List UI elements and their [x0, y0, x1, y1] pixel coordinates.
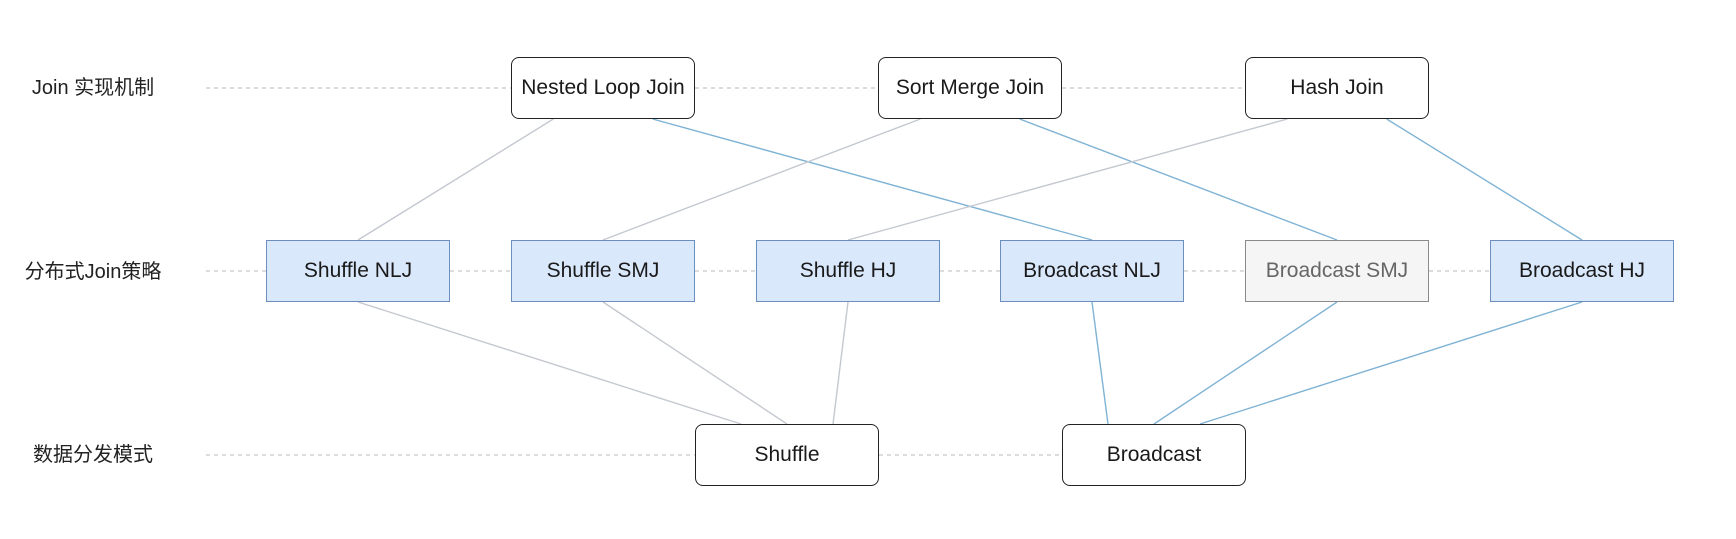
edge-broadcast_smj-to-broadcast: [1153, 301, 1338, 425]
connector-lines: [357, 118, 1583, 425]
row-guide-lines: [206, 87, 1490, 456]
node-shuffle[interactable]: Shuffle: [695, 424, 879, 486]
node-broadcast-nlj[interactable]: Broadcast NLJ: [1000, 240, 1184, 302]
row-label-distribution: 数据分发模式: [33, 444, 153, 466]
edge-hj-to-broadcast_hj: [1386, 118, 1583, 241]
node-sort-merge-join[interactable]: Sort Merge Join: [878, 57, 1062, 119]
edge-shuffle_hj-to-shuffle: [832, 301, 849, 425]
node-nested-loop-join[interactable]: Nested Loop Join: [511, 57, 695, 119]
edge-nlj-to-shuffle_nlj: [357, 118, 554, 241]
edge-broadcast_nlj-to-broadcast: [1091, 301, 1109, 425]
edge-broadcast_hj-to-broadcast: [1199, 301, 1583, 425]
node-broadcast-hj[interactable]: Broadcast HJ: [1490, 240, 1674, 302]
node-hash-join[interactable]: Hash Join: [1245, 57, 1429, 119]
node-shuffle-nlj[interactable]: Shuffle NLJ: [266, 240, 450, 302]
edge-nlj-to-broadcast_nlj: [652, 118, 1093, 241]
edge-hj-to-shuffle_hj: [847, 118, 1288, 241]
node-broadcast-smj[interactable]: Broadcast SMJ: [1245, 240, 1429, 302]
row-label-strategy: 分布式Join策略: [24, 261, 162, 283]
edge-smj-to-broadcast_smj: [1019, 118, 1338, 241]
edge-shuffle_smj-to-shuffle: [602, 301, 788, 425]
node-broadcast[interactable]: Broadcast: [1062, 424, 1246, 486]
node-shuffle-hj[interactable]: Shuffle HJ: [756, 240, 940, 302]
edge-smj-to-shuffle_smj: [602, 118, 921, 241]
row-label-impl: Join 实现机制: [31, 77, 155, 99]
node-shuffle-smj[interactable]: Shuffle SMJ: [511, 240, 695, 302]
edge-shuffle_nlj-to-shuffle: [357, 301, 742, 425]
